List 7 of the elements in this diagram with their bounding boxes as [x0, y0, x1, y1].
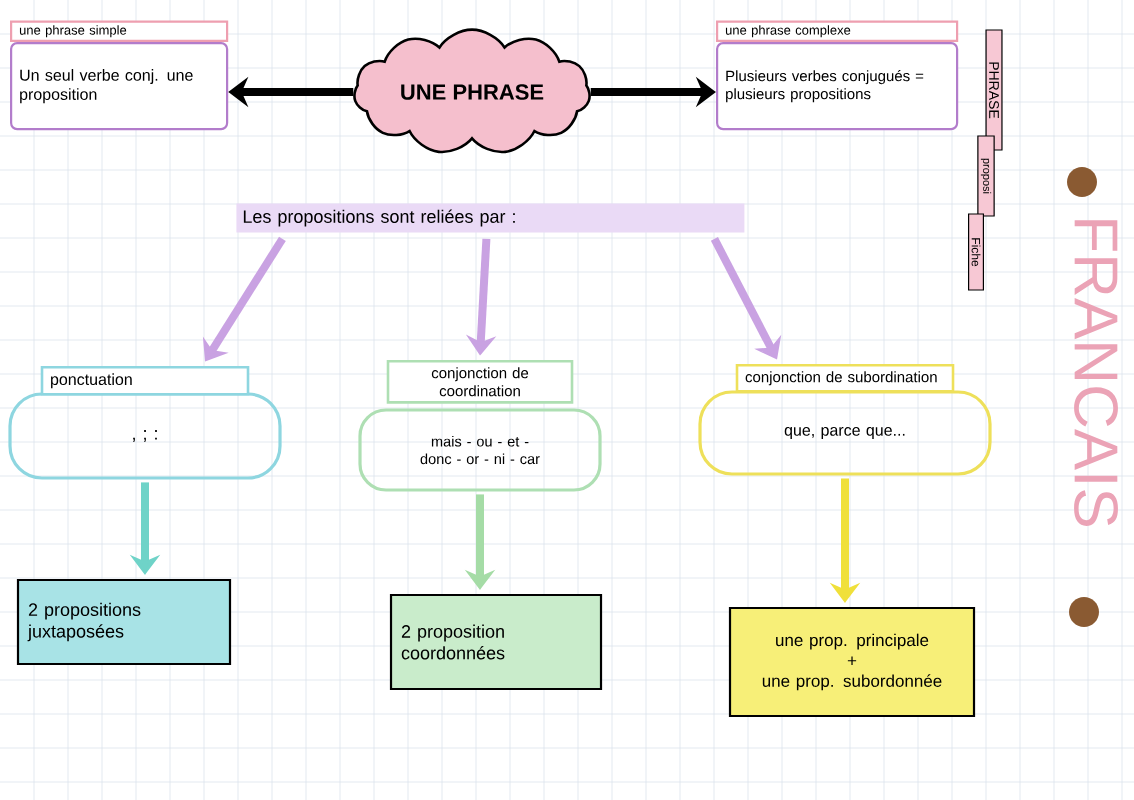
text-box: 2 propositions juxtaposées — [16, 578, 232, 666]
vertical-title: FRANCAIS — [1074, 220, 1118, 526]
label-box: ponctuation — [40, 366, 250, 396]
highlighted-text: Les propositions sont reliées par : — [236, 203, 745, 233]
text-box: 2 proposition coordonnées — [389, 593, 603, 691]
cloud-bubble: que, parce que... — [698, 390, 992, 476]
text-box: une prop. principale + une prop. subordonnée — [728, 606, 976, 718]
